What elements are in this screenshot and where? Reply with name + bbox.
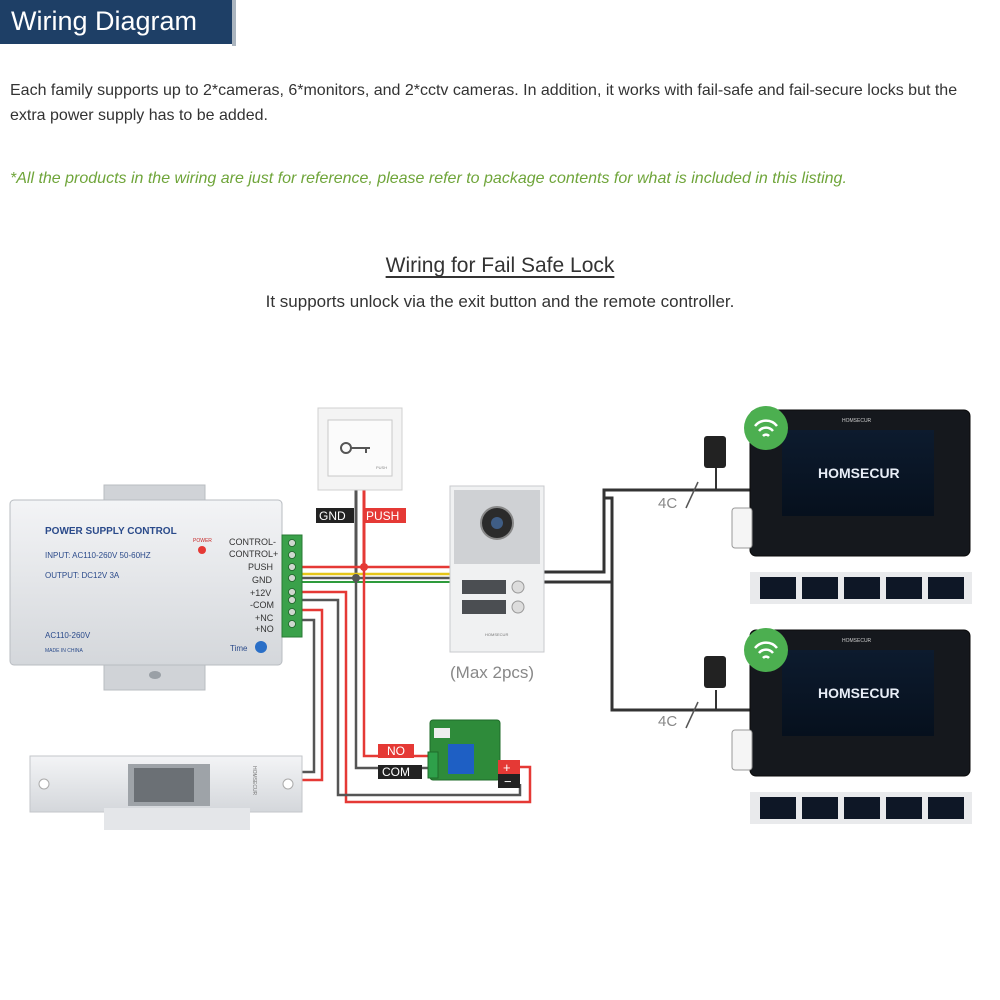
phone-icon xyxy=(731,729,753,771)
terminal-label: PUSH xyxy=(248,562,273,572)
reference-note: *All the products in the wiring are just… xyxy=(10,170,847,187)
station-caption: (Max 2pcs) xyxy=(450,663,534,682)
psu-title: POWER SUPPLY CONTROL xyxy=(45,526,177,537)
terminal-label: -COM xyxy=(250,600,274,610)
intro-text: Each family supports up to 2*cameras, 6*… xyxy=(10,82,958,124)
gnd-label-bg xyxy=(316,508,354,523)
exit-button-push: PUSH xyxy=(376,465,387,470)
wire-lock-black xyxy=(300,618,316,774)
section-title: Wiring for Fail Safe Lock xyxy=(0,254,1000,278)
no-label-bg xyxy=(378,744,414,758)
psu-time-label: Time xyxy=(230,644,248,653)
junction-push xyxy=(360,563,368,571)
remote-relay: + − xyxy=(427,719,520,789)
wire-monitor-link xyxy=(602,490,614,704)
monitor-logo: HOMSECUR xyxy=(818,685,900,701)
com-label: COM xyxy=(382,765,410,779)
terminal-label: CONTROL+ xyxy=(229,549,278,559)
electric-strike-lock: HOMSECUR xyxy=(29,755,303,830)
terminal-label: +NC xyxy=(255,613,274,623)
wire-no-red xyxy=(362,566,430,758)
section-title-text: Wiring for Fail Safe Lock xyxy=(385,254,615,277)
gnd-label: GND xyxy=(319,509,346,523)
psu-input: INPUT: AC110-260V 50-60HZ xyxy=(45,551,151,560)
junction-gnd xyxy=(352,574,360,582)
psu-ac: AC110-260V xyxy=(45,631,91,640)
call-button-icon xyxy=(511,600,525,614)
key-icon xyxy=(340,442,370,454)
monitor-2: HOMSECUR HOMSECUR xyxy=(704,628,972,824)
header-banner: Wiring Diagram xyxy=(0,0,232,44)
monitor-1: HOMSECUR HOMSECUR xyxy=(704,406,972,604)
terminal-label: +NO xyxy=(255,624,274,634)
station-brand: HOMSECUR xyxy=(485,632,508,637)
monitor-brand: HOMSECUR xyxy=(842,418,872,424)
exit-button: PUSH xyxy=(317,407,403,491)
relay-plus: + xyxy=(503,760,511,775)
wire-lock-red xyxy=(300,608,324,782)
relay-minus: − xyxy=(504,774,512,789)
wire-slash-2 xyxy=(685,701,699,729)
psu-made-in: MADE IN CHINA xyxy=(45,648,83,654)
lock-brand: HOMSECUR xyxy=(251,766,257,796)
section-subtitle: It supports unlock via the exit button a… xyxy=(265,292,735,311)
phone-icon xyxy=(731,507,753,549)
power-adapter-icon xyxy=(704,436,726,468)
cable-4c-label: 4C xyxy=(658,713,677,730)
call-button-icon xyxy=(511,580,525,594)
psu-power-label: POWER xyxy=(193,538,212,544)
wire-com-relay-black xyxy=(354,578,430,770)
wire-station-monitor-1 xyxy=(544,488,760,574)
time-knob-icon xyxy=(255,641,267,653)
com-label-bg xyxy=(378,765,422,779)
power-adapter-icon xyxy=(704,656,726,688)
push-label: PUSH xyxy=(366,509,399,523)
door-station: HOMSECUR xyxy=(449,485,545,653)
wire-station-monitor-2 xyxy=(544,580,760,712)
power-led xyxy=(198,546,206,554)
psu-output: OUTPUT: DC12V 3A xyxy=(45,571,120,580)
terminal-label: GND xyxy=(252,575,273,585)
power-supply: POWER SUPPLY CONTROL INPUT: AC110-260V 5… xyxy=(9,484,303,691)
cable-4c-label: 4C xyxy=(658,495,677,512)
monitor-logo: HOMSECUR xyxy=(818,465,900,481)
terminal-block xyxy=(281,534,303,638)
terminal-label: CONTROL- xyxy=(229,537,276,547)
monitor-brand: HOMSECUR xyxy=(842,638,872,644)
wire-12v-red xyxy=(302,590,532,804)
push-label-bg xyxy=(364,508,406,523)
no-label: NO xyxy=(387,744,405,758)
wire-slash-1 xyxy=(685,481,699,509)
terminal-label: +12V xyxy=(250,588,271,598)
header-shadow xyxy=(232,0,236,46)
wire-com-black xyxy=(302,598,522,797)
page-title: Wiring Diagram xyxy=(11,6,198,36)
